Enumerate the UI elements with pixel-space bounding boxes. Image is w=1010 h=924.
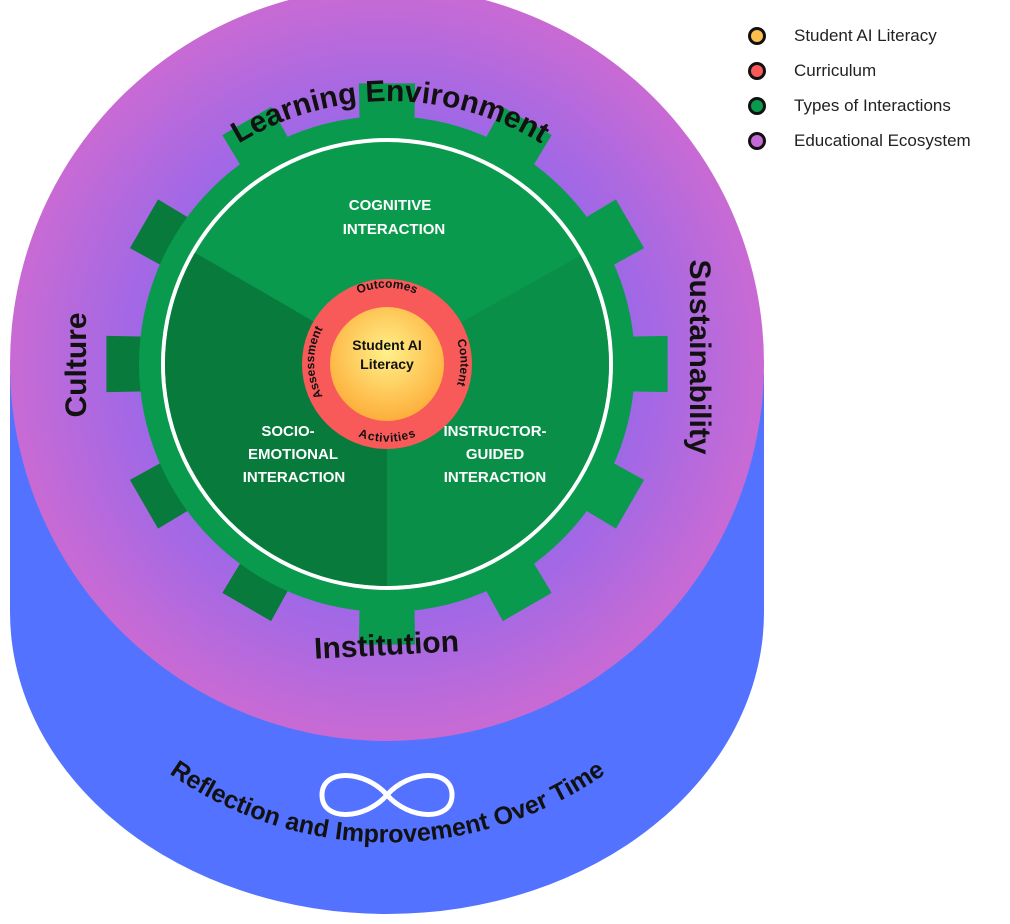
gear-tooth: [222, 555, 293, 622]
legend-swatch: [748, 26, 766, 45]
socio-label-line3: INTERACTION: [243, 469, 346, 486]
legend-swatch: [748, 61, 766, 80]
legend-swatch: [748, 131, 766, 150]
legend-item-types-of-interactions: Types of Interactions: [748, 88, 971, 123]
cognitive-label-line2: INTERACTION: [343, 221, 446, 238]
instructor-label-line3: INTERACTION: [444, 469, 547, 486]
socio-label-line2: EMOTIONAL: [248, 446, 338, 463]
curriculum-outcomes: Outcomes: [354, 277, 420, 297]
institution-label: Institution: [313, 625, 459, 666]
gear-tooth: [129, 458, 196, 529]
core-label-line2: Literacy: [360, 356, 414, 372]
gear-tooth: [481, 555, 552, 622]
svg-text:Outcomes: Outcomes: [354, 277, 420, 297]
culture-label: Culture: [60, 313, 93, 418]
legend-item-student-ai-literacy: Student AI Literacy: [748, 18, 971, 53]
instructor-label-line2: GUIDED: [466, 446, 525, 463]
sustainability-label: Sustainability: [683, 259, 716, 454]
core-circle: [330, 307, 444, 421]
cognitive-label-line1: COGNITIVE: [349, 197, 432, 214]
socio-label-line1: SOCIO-: [261, 423, 314, 440]
legend-item-educational-ecosystem: Educational Ecosystem: [748, 123, 971, 158]
legend-label: Student AI Literacy: [794, 25, 937, 45]
core-label-line1: Student AI: [352, 337, 421, 353]
legend-item-curriculum: Curriculum: [748, 53, 971, 88]
legend: Student AI Literacy Curriculum Types of …: [748, 18, 971, 158]
legend-swatch: [748, 96, 766, 115]
gear-tooth: [481, 106, 552, 173]
gear-tooth: [222, 106, 293, 173]
infinity-icon: [319, 773, 455, 817]
legend-label: Curriculum: [794, 60, 877, 80]
gear-tooth: [578, 458, 645, 529]
gear-tooth: [578, 199, 645, 270]
legend-label: Types of Interactions: [794, 95, 951, 115]
instructor-label-line1: INSTRUCTOR-: [443, 423, 546, 440]
legend-label: Educational Ecosystem: [794, 130, 971, 150]
gear-tooth: [129, 199, 196, 270]
